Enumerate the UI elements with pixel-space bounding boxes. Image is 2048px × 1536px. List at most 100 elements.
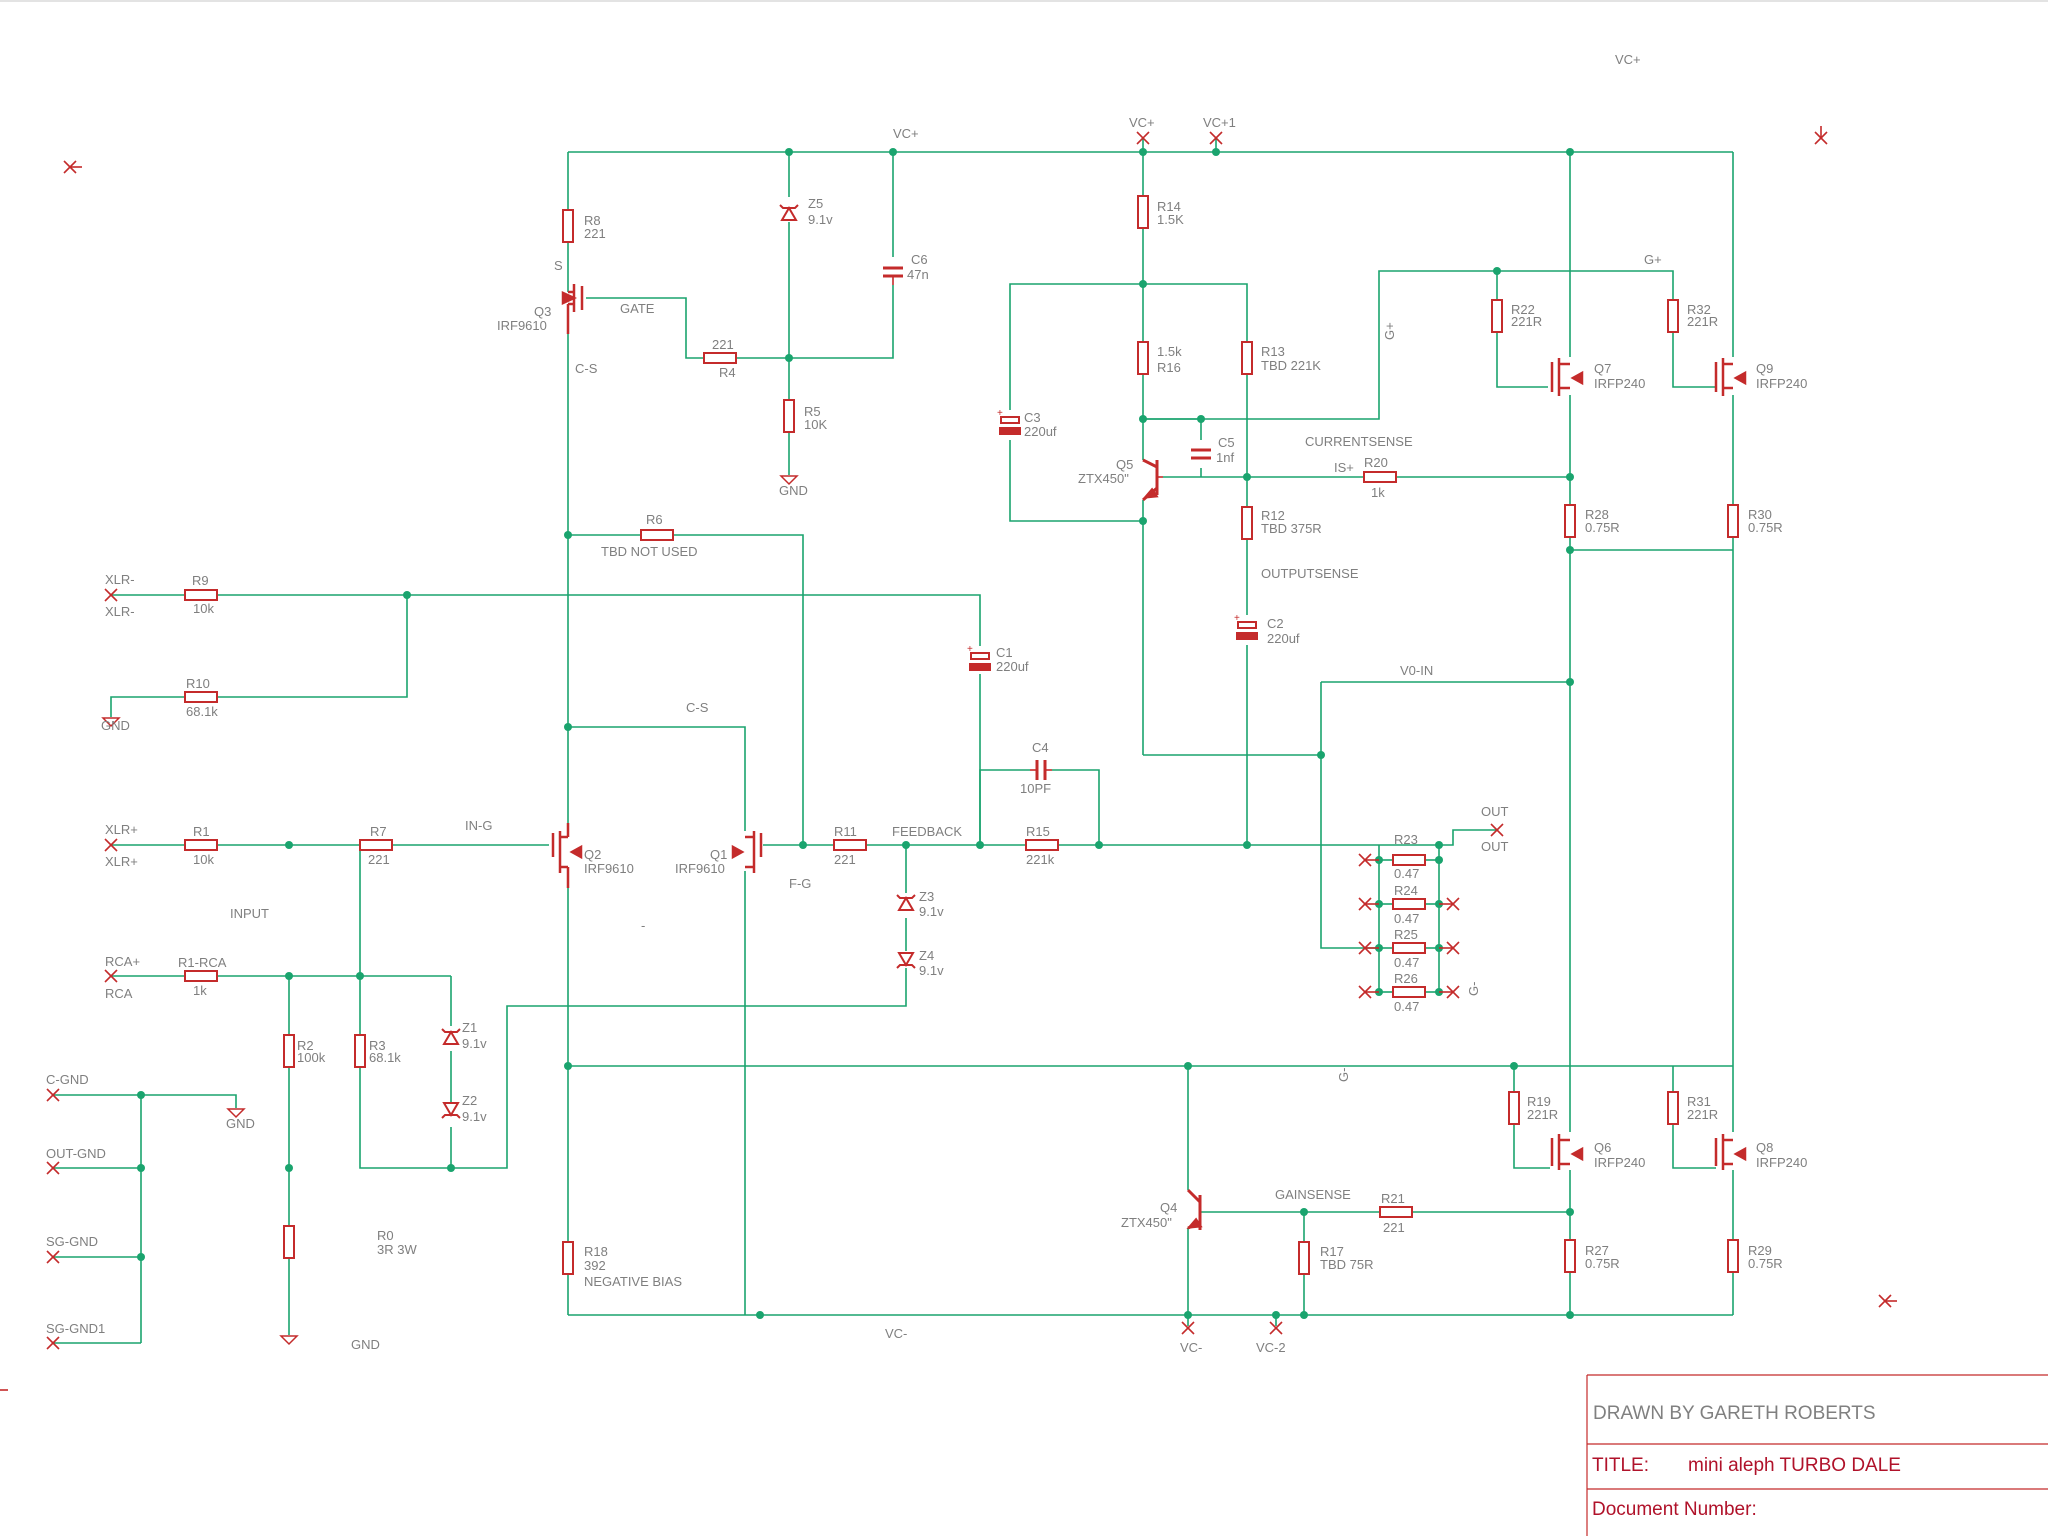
designator-q5: Q5: [1116, 457, 1133, 472]
designator-z2: Z2: [462, 1093, 477, 1108]
net-label-xlr-plus-port: XLR+: [105, 822, 138, 837]
net-label-sg-gnd1: SG-GND1: [46, 1321, 105, 1336]
resistor-r8: [562, 209, 574, 243]
value-r26: 0.47: [1394, 999, 1419, 1014]
nc-marker: [1358, 985, 1379, 999]
designator-r2: R2: [297, 1038, 314, 1053]
value-r5: 10K: [804, 417, 827, 432]
value-z4: 9.1v: [919, 963, 944, 978]
svg-text:+: +: [997, 408, 1003, 419]
resistor-r32: [1667, 299, 1679, 333]
resistor-r24: [1392, 898, 1426, 910]
value-r0: 3R 3W: [377, 1242, 417, 1257]
value-r27: 0.75R: [1585, 1256, 1620, 1271]
net-label-vc-minus-port: VC-: [1180, 1340, 1202, 1355]
designator-q2: Q2: [584, 847, 601, 862]
net-label-g-minus: G-: [1336, 1068, 1351, 1082]
value-r6: TBD NOT USED: [601, 544, 698, 559]
net-label-out-port: OUT: [1481, 804, 1509, 819]
designator-r17: R17: [1320, 1244, 1344, 1259]
value-r17: TBD 75R: [1320, 1257, 1373, 1272]
port-out-gnd-marker: [46, 1161, 60, 1175]
net-label-dash: -: [641, 918, 645, 933]
resistor-r12: [1241, 506, 1253, 540]
designator-q3: Q3: [534, 304, 551, 319]
designator-r15: R15: [1026, 824, 1050, 839]
value-r25: 0.47: [1394, 955, 1419, 970]
resistor-r1-rca: [184, 970, 218, 982]
stray-marker: [63, 160, 82, 174]
net-label-xlr-minus: XLR-: [105, 604, 135, 619]
designator-c1: C1: [996, 645, 1013, 660]
port-vc-plus-marker: [1136, 131, 1150, 145]
value-r1: 10k: [193, 852, 214, 867]
designator-r29: R29: [1748, 1243, 1772, 1258]
mosfet-q7: [1550, 358, 1584, 396]
designator-c5: C5: [1218, 435, 1235, 450]
net-label-g-plus: G+: [1644, 252, 1662, 267]
designator-r6: R6: [646, 512, 663, 527]
resistor-r4: [703, 352, 737, 364]
net-label-gnd: GND: [101, 718, 130, 733]
capacitor-c6: [883, 266, 903, 285]
zener-z2: [441, 1102, 461, 1119]
value-z3: 9.1v: [919, 904, 944, 919]
value-z1: 9.1v: [462, 1036, 487, 1051]
port-markers: [0, 126, 1897, 1391]
value-r9: 10k: [193, 601, 214, 616]
svg-text:+: +: [967, 644, 973, 655]
mosfets: [551, 284, 1747, 1170]
net-label-currentsense: CURRENTSENSE: [1305, 434, 1413, 449]
capacitor-c1: +: [967, 644, 991, 671]
value-r21: 221: [1383, 1220, 1405, 1235]
mosfet-q6: [1550, 1134, 1584, 1170]
value-c5: 1nf: [1216, 450, 1234, 465]
designator-q6: Q6: [1594, 1140, 1611, 1155]
resistor-r30: [1727, 504, 1739, 538]
designator-r24: R24: [1394, 883, 1418, 898]
value-r15: 221k: [1026, 852, 1055, 867]
designator-r1-rca: R1-RCA: [178, 955, 227, 970]
value-r32: 221R: [1687, 314, 1718, 329]
designator-r25: R25: [1394, 927, 1418, 942]
designator-c4: C4: [1032, 740, 1049, 755]
designator-r26: R26: [1394, 971, 1418, 986]
net-label-gnd: GND: [226, 1116, 255, 1131]
net-label-vc-plus-port: VC+: [1129, 115, 1155, 130]
resistor-r25: [1392, 942, 1426, 954]
value-r7: 221: [368, 852, 390, 867]
net-labels: VC+ VC+ VC+ VC+1 VC- VC- VC-2 GATE S C-S…: [46, 52, 1662, 1355]
net-label-vc-minus-rail: VC-: [885, 1326, 907, 1341]
net-label-c-s-mid: C-S: [686, 700, 709, 715]
zener-z3: [896, 894, 916, 911]
designator-q1: Q1: [710, 847, 727, 862]
value-r14: 1.5K: [1157, 212, 1184, 227]
ground-symbols: [101, 475, 799, 1346]
designator-r32: R32: [1687, 302, 1711, 317]
value-c1: 220uf: [996, 659, 1029, 674]
resistor-r18: [562, 1241, 574, 1275]
value-c2: 220uf: [1267, 631, 1300, 646]
nc-marker: [1358, 853, 1379, 867]
capacitor-c5: [1191, 448, 1211, 460]
resistor-r19: [1508, 1091, 1520, 1125]
designator-q4: Q4: [1160, 1200, 1177, 1215]
resistor-r20: [1363, 471, 1397, 483]
value-r3: 68.1k: [369, 1050, 401, 1065]
ground-icon: [279, 1335, 299, 1346]
net-label-v0-in: V0-IN: [1400, 663, 1433, 678]
value-q3: IRF9610: [497, 318, 547, 333]
resistors: [184, 195, 1739, 1275]
designator-r18: R18: [584, 1244, 608, 1259]
component-labels: R8 221 Z5 9.1v C6 47n Q3 IRF9610 221 R4 …: [178, 196, 1807, 1273]
zener-z5: [779, 204, 799, 221]
nc-marker: [1439, 985, 1460, 999]
net-label-g-minus-vert: G-: [1466, 982, 1481, 996]
value-c6: 47n: [907, 267, 929, 282]
value-r18: 392: [584, 1258, 606, 1273]
resistor-r15: [1025, 839, 1059, 851]
designator-r10: R10: [186, 676, 210, 691]
title-label: TITLE:: [1592, 1455, 1649, 1476]
title-block: DRAWN BY GARETH ROBERTS TITLE: mini alep…: [1586, 1374, 2048, 1536]
resistor-r7: [359, 839, 393, 851]
